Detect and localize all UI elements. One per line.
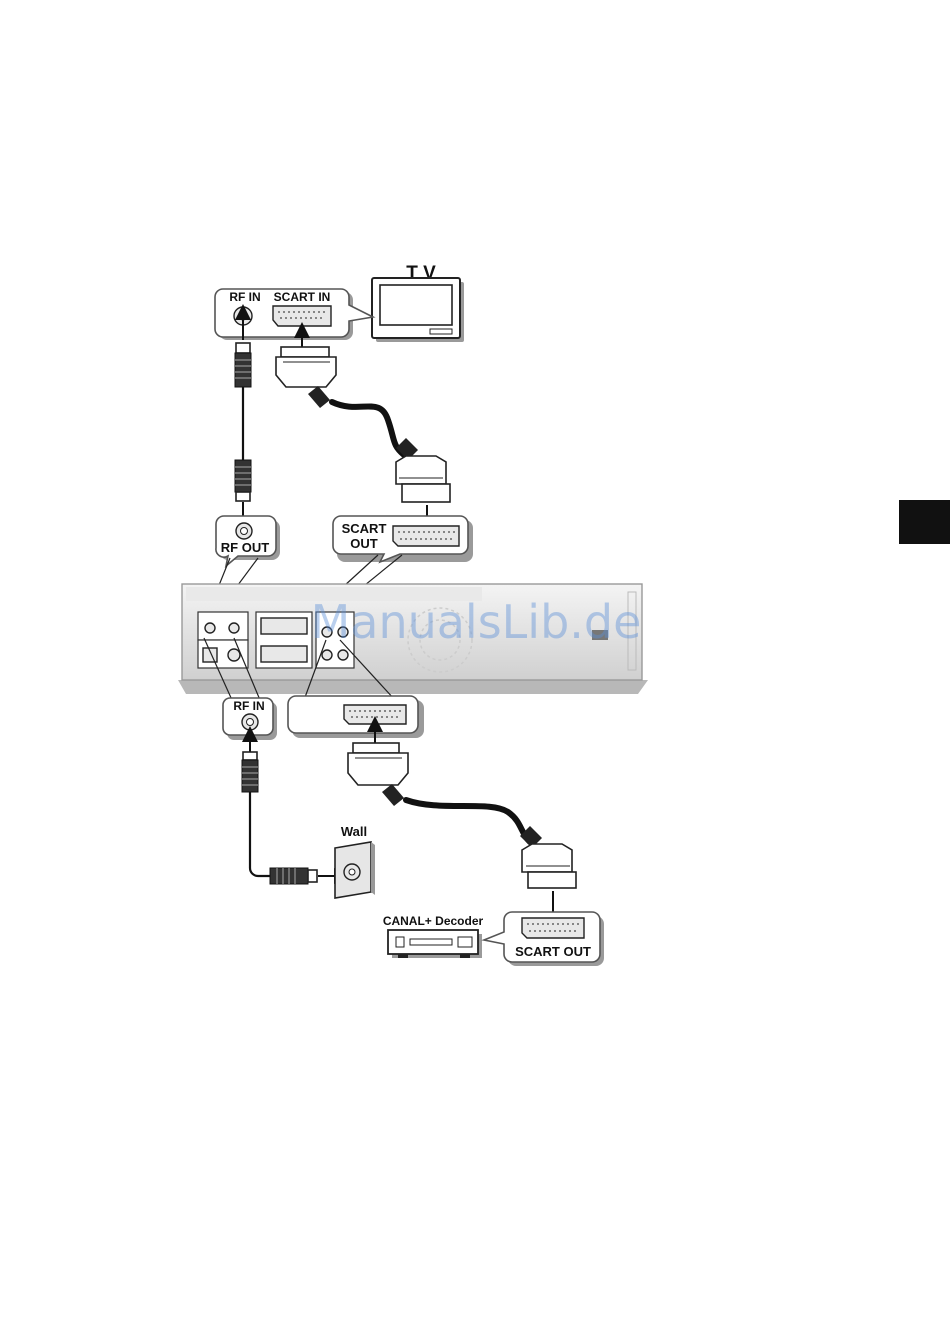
decoder-scart-out-callout: SCART OUT xyxy=(484,912,604,966)
rf-out-label: RF OUT xyxy=(221,540,269,555)
scart-cable-bottom xyxy=(348,724,576,922)
tv-connector-callout: RF IN SCART IN xyxy=(215,289,373,340)
rf-in-label: RF IN xyxy=(233,699,264,713)
scart-cable-top xyxy=(276,330,450,533)
scart-out-line1: SCART xyxy=(342,521,387,536)
scart-out-line2: OUT xyxy=(350,536,378,551)
canal-plus-decoder-icon: CANAL+ Decoder xyxy=(383,914,484,958)
wall-outlet-icon: Wall xyxy=(335,824,375,898)
wall-label: Wall xyxy=(341,824,367,839)
rf-cable-top xyxy=(235,312,251,528)
decoder-label: CANAL+ Decoder xyxy=(383,914,484,928)
watermark: ManualsLib.de xyxy=(311,595,642,649)
tv-rf-in-label: RF IN xyxy=(229,290,260,304)
tv-icon: T V xyxy=(372,263,464,342)
tv-scart-in-label: SCART IN xyxy=(274,290,331,304)
decoder-scart-out-label: SCART OUT xyxy=(515,944,591,959)
rf-cable-bottom xyxy=(242,734,342,884)
